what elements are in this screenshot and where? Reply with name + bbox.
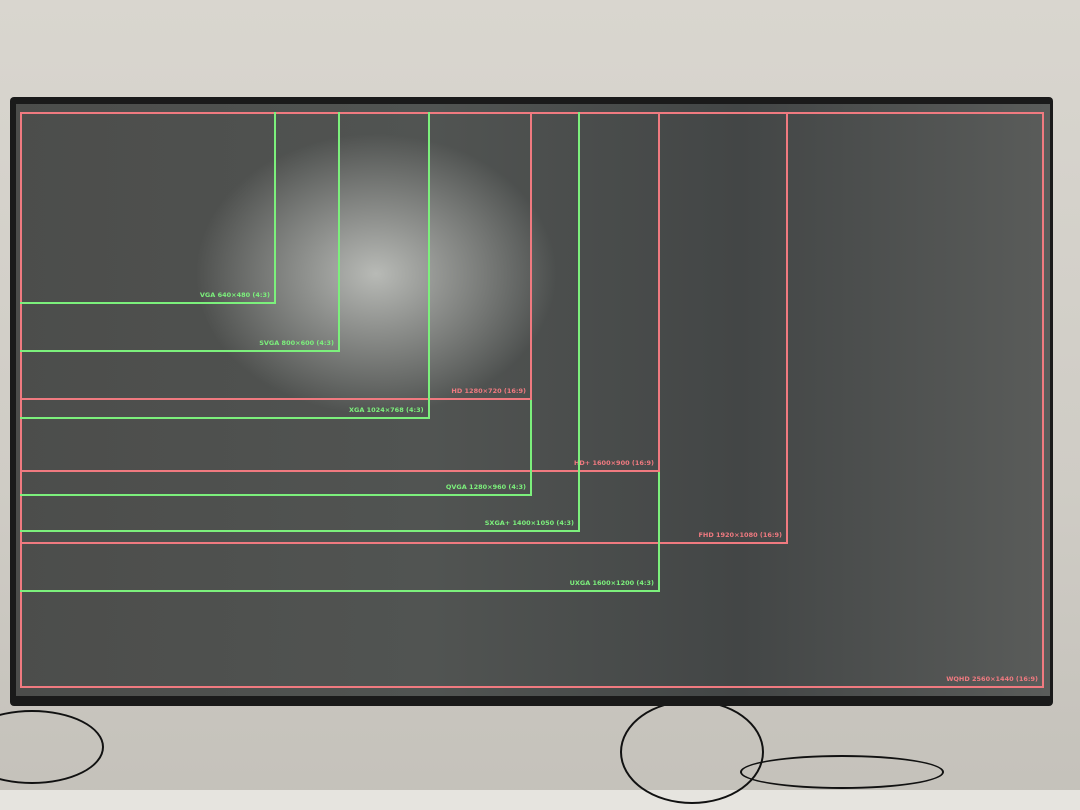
resolution-label: SXGA+ 1400×1050 (4:3) — [484, 519, 574, 527]
resolution-outline: SXGA+ 1400×1050 (4:3) — [20, 112, 580, 532]
resolution-outline: XGA 1024×768 (4:3) — [20, 112, 430, 420]
resolution-label: QVGA 1280×960 (4:3) — [445, 483, 526, 491]
resolution-label: UXGA 1600×1200 (4:3) — [569, 579, 654, 587]
resolution-outline: WQHD 2560×1440 (16:9) — [20, 112, 1044, 688]
resolution-outline: VGA 640×480 (4:3) — [20, 112, 276, 304]
desk-surface — [0, 790, 1080, 810]
resolution-label: HD 1280×720 (16:9) — [451, 387, 526, 395]
resolution-outline: FHD 1920×1080 (16:9) — [20, 112, 788, 544]
cable — [740, 755, 944, 789]
resolution-outline: SVGA 800×600 (4:3) — [20, 112, 340, 352]
resolution-label: SVGA 800×600 (4:3) — [259, 339, 334, 347]
resolution-label: HD+ 1600×900 (16:9) — [573, 459, 654, 467]
resolution-label: WQHD 2560×1440 (16:9) — [946, 675, 1038, 683]
monitor-screen: WQHD 2560×1440 (16:9) FHD 1920×1080 (16:9… — [16, 104, 1050, 696]
cable — [620, 700, 764, 804]
resolution-label: FHD 1920×1080 (16:9) — [698, 531, 782, 539]
resolution-label: VGA 640×480 (4:3) — [199, 291, 270, 299]
resolution-outline: HD 1280×720 (16:9) — [20, 112, 532, 400]
cable — [0, 710, 104, 784]
resolution-label: XGA 1024×768 (4:3) — [348, 406, 424, 415]
resolution-outline: HD+ 1600×900 (16:9) — [20, 112, 660, 472]
